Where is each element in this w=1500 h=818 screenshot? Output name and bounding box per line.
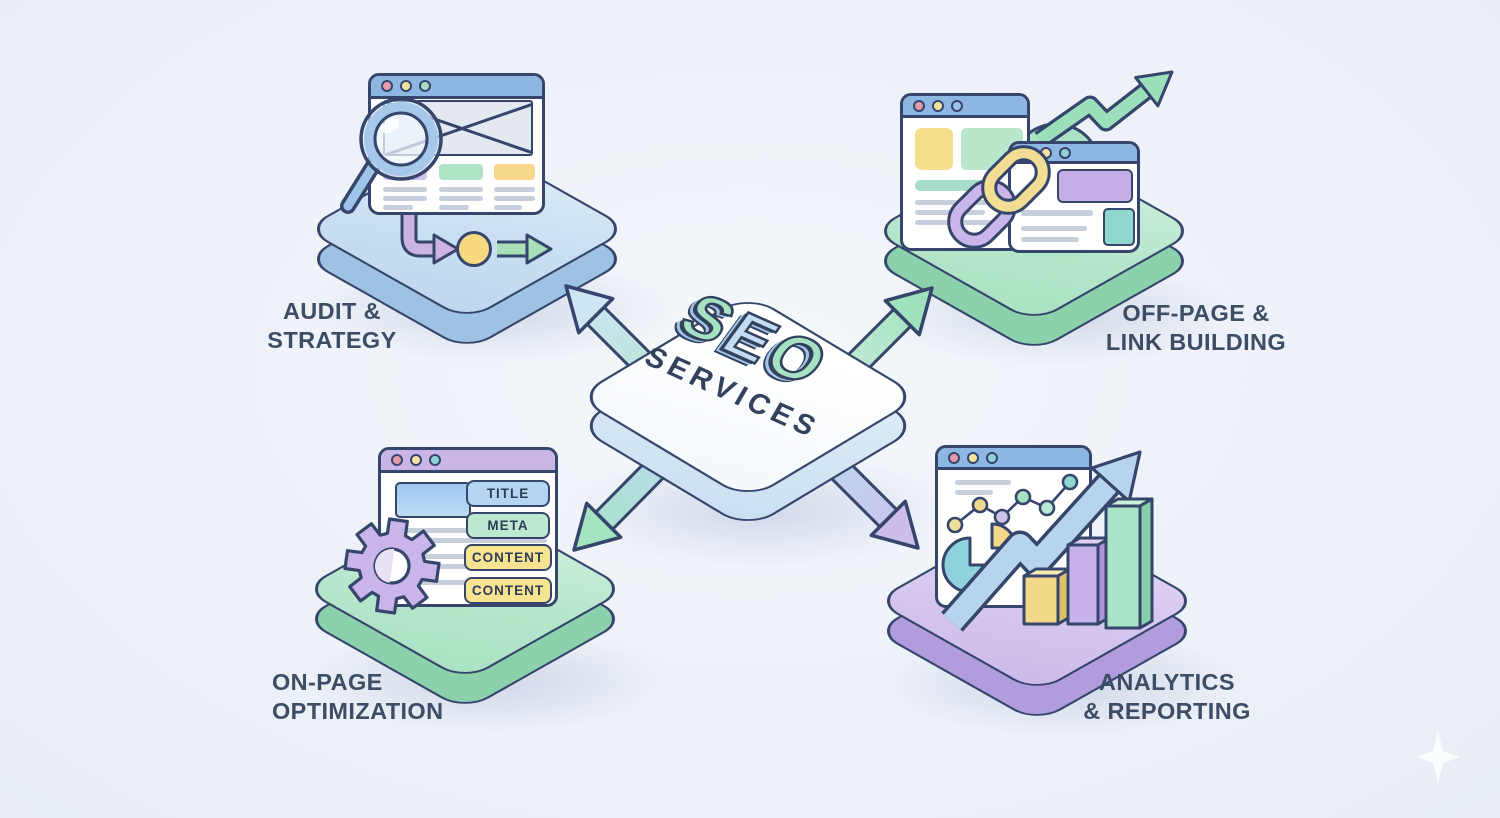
audit-browser-window bbox=[368, 73, 545, 215]
window-dot-icon bbox=[1059, 146, 1071, 159]
text-line-placeholder bbox=[383, 205, 413, 210]
tag-label: TITLE bbox=[486, 486, 530, 501]
content-block bbox=[1103, 208, 1135, 246]
text-line-placeholder bbox=[395, 538, 547, 543]
label-line: STRATEGY bbox=[267, 327, 397, 353]
window-dot-icon bbox=[932, 99, 944, 112]
window-dot-icon bbox=[951, 99, 963, 112]
tag-label: CONTENT bbox=[471, 550, 545, 565]
window-dot-icon bbox=[948, 451, 960, 464]
image-placeholder-icon bbox=[383, 100, 533, 156]
seo-tag-meta: META bbox=[466, 512, 550, 539]
label-line: AUDIT & bbox=[282, 298, 382, 324]
label-analytics-reporting: ANALYTICS & REPORTING bbox=[1062, 668, 1272, 726]
label-onpage-optimization: ON-PAGE OPTIMIZATION bbox=[272, 668, 492, 726]
growth-zigzag-arrow-icon bbox=[1034, 70, 1174, 148]
label-offpage-linkbuilding: OFF-PAGE & LINK BUILDING bbox=[1086, 299, 1306, 357]
window-dot-icon bbox=[1040, 146, 1052, 159]
text-line-placeholder bbox=[395, 580, 487, 585]
window-dot-icon bbox=[419, 80, 431, 92]
text-line-placeholder bbox=[955, 490, 993, 495]
window-titlebar bbox=[903, 96, 1027, 118]
sparkle-watermark bbox=[1416, 730, 1460, 784]
tag-label: META bbox=[487, 518, 529, 533]
text-line-placeholder bbox=[915, 200, 995, 205]
window-dot-icon bbox=[391, 454, 403, 466]
window-dot-icon bbox=[410, 454, 422, 466]
seo-tag-content: CONTENT bbox=[464, 544, 552, 571]
text-line-placeholder bbox=[439, 196, 483, 201]
text-line-placeholder bbox=[439, 187, 483, 192]
label-line: OFF-PAGE & bbox=[1122, 300, 1270, 326]
window-dot-icon bbox=[400, 80, 412, 92]
tag-label: CONTENT bbox=[471, 583, 545, 598]
label-line: ON-PAGE bbox=[272, 669, 383, 695]
text-line-placeholder bbox=[383, 196, 427, 201]
window-titlebar bbox=[938, 448, 1089, 470]
label-line: OPTIMIZATION bbox=[272, 698, 444, 724]
content-block bbox=[1057, 169, 1133, 203]
text-line-placeholder bbox=[494, 187, 535, 192]
seo-tag-content: CONTENT bbox=[464, 577, 552, 604]
content-block bbox=[395, 482, 471, 518]
window-dot-icon bbox=[429, 454, 441, 466]
text-line-placeholder bbox=[494, 205, 522, 210]
window-dot-icon bbox=[1021, 146, 1033, 159]
text-line-placeholder bbox=[915, 220, 991, 225]
label-line: ANALYTICS bbox=[1099, 669, 1235, 695]
window-titlebar bbox=[381, 450, 555, 473]
text-line-placeholder bbox=[383, 187, 427, 192]
window-titlebar bbox=[371, 76, 542, 99]
text-line-placeholder bbox=[439, 205, 469, 210]
offpage-front-browser-window bbox=[1008, 141, 1140, 253]
window-dot-icon bbox=[381, 80, 393, 92]
text-line-placeholder bbox=[915, 210, 985, 215]
text-line-placeholder bbox=[494, 196, 535, 201]
content-block bbox=[915, 128, 953, 170]
window-dot-icon bbox=[967, 451, 979, 464]
content-block bbox=[383, 164, 427, 180]
content-block bbox=[915, 180, 999, 191]
label-audit-strategy: AUDIT & STRATEGY bbox=[232, 297, 432, 355]
content-block bbox=[494, 164, 535, 180]
text-line-placeholder bbox=[1021, 237, 1079, 242]
analytics-browser-window bbox=[935, 445, 1092, 608]
label-line: & REPORTING bbox=[1083, 698, 1251, 724]
label-line: LINK BUILDING bbox=[1105, 329, 1287, 355]
text-line-placeholder bbox=[1021, 210, 1093, 216]
content-block bbox=[439, 164, 483, 180]
window-dot-icon bbox=[913, 99, 925, 112]
window-dot-icon bbox=[986, 451, 998, 464]
window-titlebar bbox=[1011, 144, 1137, 164]
seo-tag-title: TITLE bbox=[466, 480, 550, 507]
text-line-placeholder bbox=[955, 480, 1011, 485]
text-line-placeholder bbox=[1021, 226, 1087, 231]
